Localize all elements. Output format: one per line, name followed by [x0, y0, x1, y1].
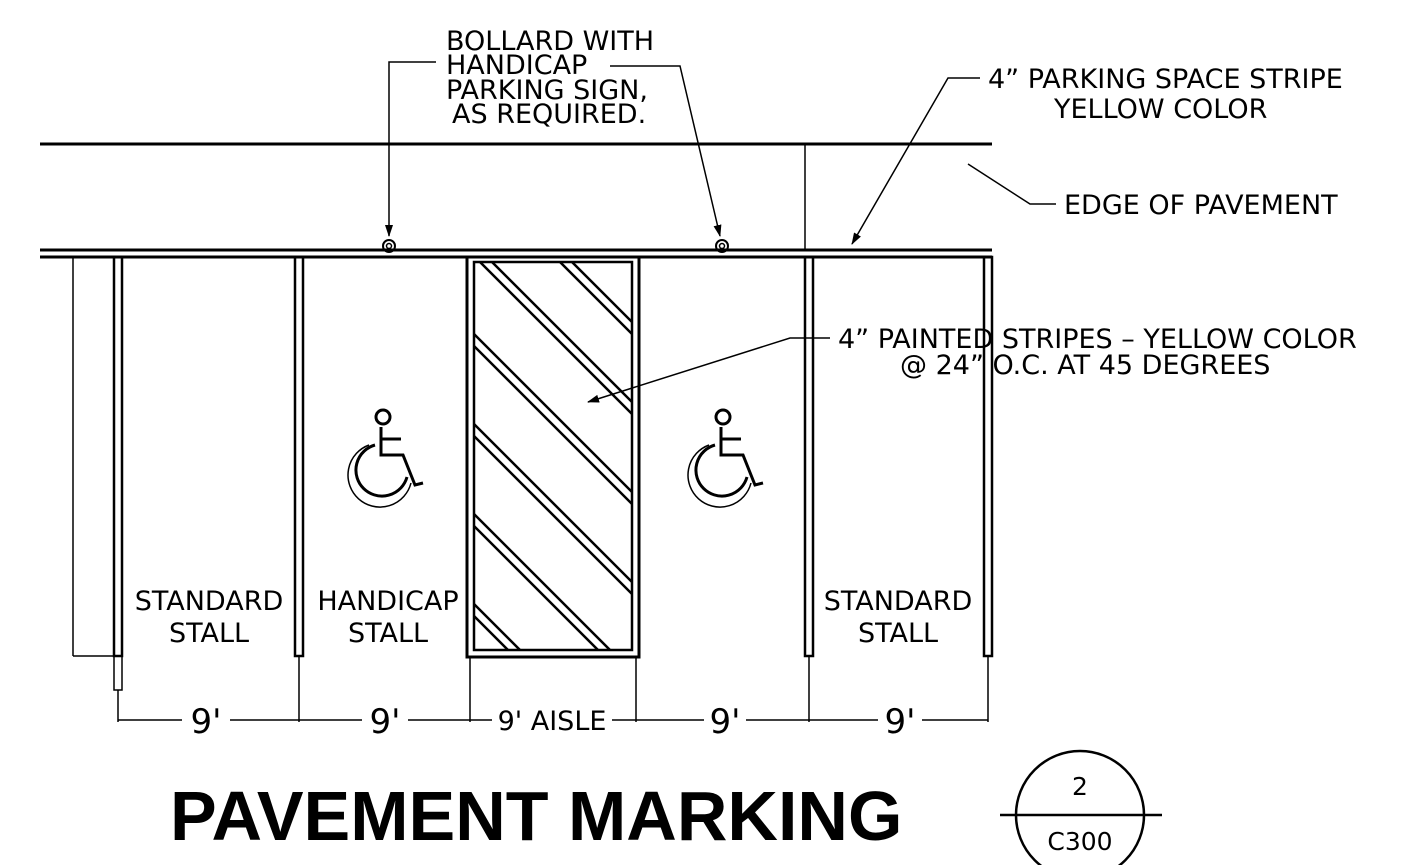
bollard-note-line3: PARKING SIGN, [446, 75, 648, 106]
bollard-note-line1: BOLLARD WITH [446, 26, 654, 57]
section-callout [1000, 749, 1162, 865]
bollard-note-line2: HANDICAP [446, 50, 587, 81]
callout-sheet: C300 [1047, 827, 1112, 856]
stall-stripe [803, 255, 815, 658]
painted-stripes-note-line2: @ 24” O.C. AT 45 DEGREES [900, 350, 1270, 381]
dimension-label: 9' [370, 702, 401, 742]
stripe-note-line1: 4” PARKING SPACE STRIPE [988, 64, 1343, 95]
bollard-icon [382, 239, 396, 253]
stripe-note-line2: YELLOW COLOR [1053, 94, 1267, 125]
bollard-icon [715, 239, 729, 253]
dimension-lines [117, 656, 989, 722]
leader-lines [385, 61, 1056, 403]
edge-of-pavement-note: EDGE OF PAVEMENT [1064, 190, 1338, 221]
drawing-title: PAVEMENT MARKING [170, 777, 902, 855]
stall-label-standard-right-line2: STALL [858, 618, 938, 649]
painted-stripes-note-line1: 4” PAINTED STRIPES – YELLOW COLOR [838, 324, 1357, 355]
access-aisle [465, 255, 641, 659]
stall-stripe [112, 255, 124, 658]
stall-label-handicap-line1: HANDICAP [317, 586, 458, 617]
stall-stripe [293, 255, 305, 658]
bollard-note-line4: AS REQUIRED. [452, 99, 646, 130]
stall-stripe [982, 255, 994, 658]
handicap-symbol-icon [347, 408, 424, 508]
dimension-label: 9' [191, 702, 222, 742]
stall-label-handicap-line2: STALL [348, 618, 428, 649]
stall-label-standard-left-line1: STANDARD [135, 586, 284, 617]
stall-label-standard-left-line2: STALL [169, 618, 249, 649]
dimension-label: 9' [885, 702, 916, 742]
pavement-edges [40, 142, 992, 259]
aisle-hatch-stripes [474, 262, 632, 650]
handicap-symbol-icon [687, 408, 764, 508]
stall-label-standard-right-line1: STANDARD [824, 586, 973, 617]
dimension-label-aisle: 9' AISLE [498, 706, 607, 737]
dimension-label: 9' [710, 702, 741, 742]
callout-number: 2 [1072, 772, 1088, 801]
